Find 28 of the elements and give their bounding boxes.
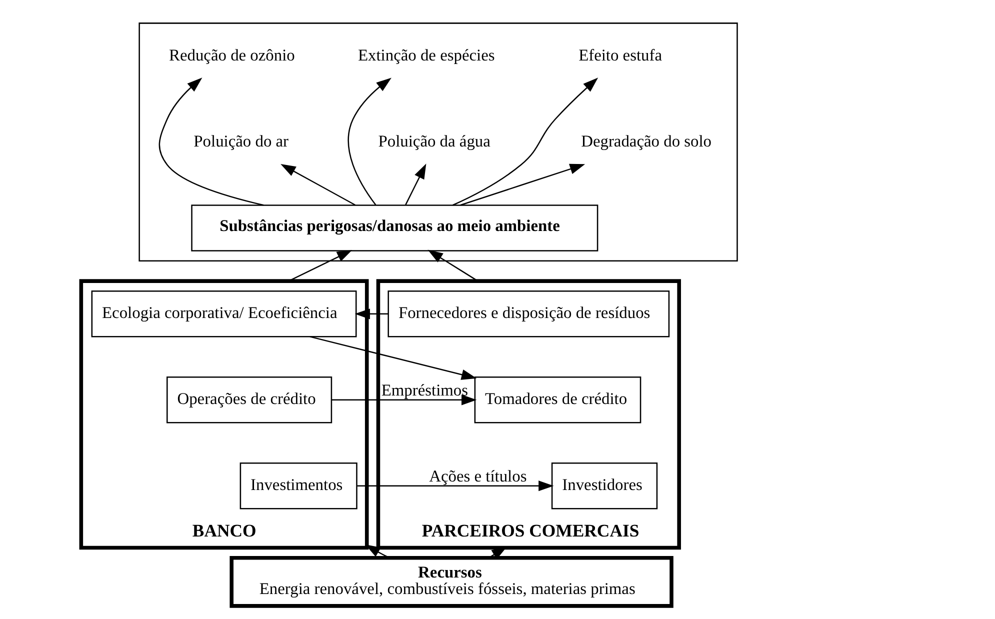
arrow [452, 78, 598, 206]
arrow [347, 78, 391, 206]
arrow [280, 164, 355, 206]
node-text: Redução de ozônio [168, 45, 294, 64]
edge-label: Empréstimos [380, 380, 468, 400]
node-text: Poluição do ar [193, 131, 288, 150]
edge-label: Ações e títulos [428, 466, 526, 486]
arrow [288, 250, 352, 282]
node-box: Investidores [550, 462, 658, 510]
node-box: Operações de crédito [166, 376, 332, 424]
arrow [331, 394, 476, 406]
arrow [460, 164, 585, 206]
node-text: Efeito estufa [578, 45, 662, 64]
node-box: Fornecedores e disposição de resíduos [387, 290, 670, 338]
node-box: Tomadores de crédito [474, 376, 641, 424]
node-box: Substâncias perigosas/danosas ao meio ambiente [190, 204, 598, 252]
node-text: Extinção de espécies [358, 45, 494, 64]
node-box: Ecologia corporativa/ Ecoeficiência [90, 290, 356, 338]
arrow [404, 164, 426, 206]
arrow [356, 480, 554, 492]
arrow [354, 308, 388, 320]
node-box: Recursos Energia renovável, combustíveis fósseis, materias primas [229, 556, 673, 608]
node-box: Investimentos [239, 462, 357, 510]
arrow [309, 336, 476, 380]
arrow [158, 78, 264, 206]
node-text: Degradação do solo [580, 131, 712, 150]
node-text: Poluição da água [378, 131, 490, 150]
arrow [427, 250, 478, 282]
